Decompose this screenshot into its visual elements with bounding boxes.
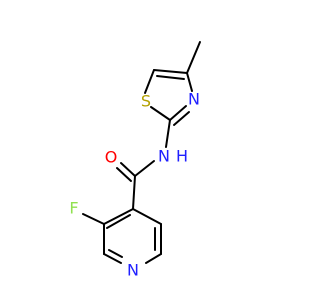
atom-labels: S N N H O F N [69,90,200,280]
bond-py-c2-n [103,253,122,264]
atom-fluorine: F [69,199,78,218]
bond-py-c4-c3-double [106,214,131,229]
bonds [82,41,201,264]
molecule-canvas: S N N H O F N [69,41,201,280]
atom-carbonyl-o: O [105,148,118,167]
atom-thiazole-s: S [141,92,151,111]
bond-c5-s [144,69,155,94]
atom-thiazole-n: N [188,90,200,109]
bond-c2-n3-double [173,111,190,126]
atom-pyridine-n: N [127,261,139,280]
bond-carbonyl-pyridine [132,175,136,210]
bond-c3-f [82,213,105,225]
bond-py-c2-n-double [108,249,123,258]
bond-n3-c4 [186,72,193,92]
bond-amide-n-carbonyl [134,160,155,177]
bond-py-c5-c4 [132,208,162,225]
bond-carbonyl-o-double [116,167,132,182]
molecule-structure: S N N H O F N [69,41,201,280]
bond-carbonyl-o [120,162,136,177]
bond-c2-amide-n [165,119,171,148]
bond-py-c4-c3 [103,208,134,225]
bond-methyl-c4 [186,41,201,74]
bond-c4-c5-double [156,75,185,80]
bond-c4-c5 [153,69,188,74]
bond-s-c2 [150,106,171,121]
bond-c2-n3 [169,105,187,121]
atom-amide-n: N [158,147,170,166]
atom-amide-h: H [176,147,188,166]
bond-py-n-c6 [145,253,162,264]
